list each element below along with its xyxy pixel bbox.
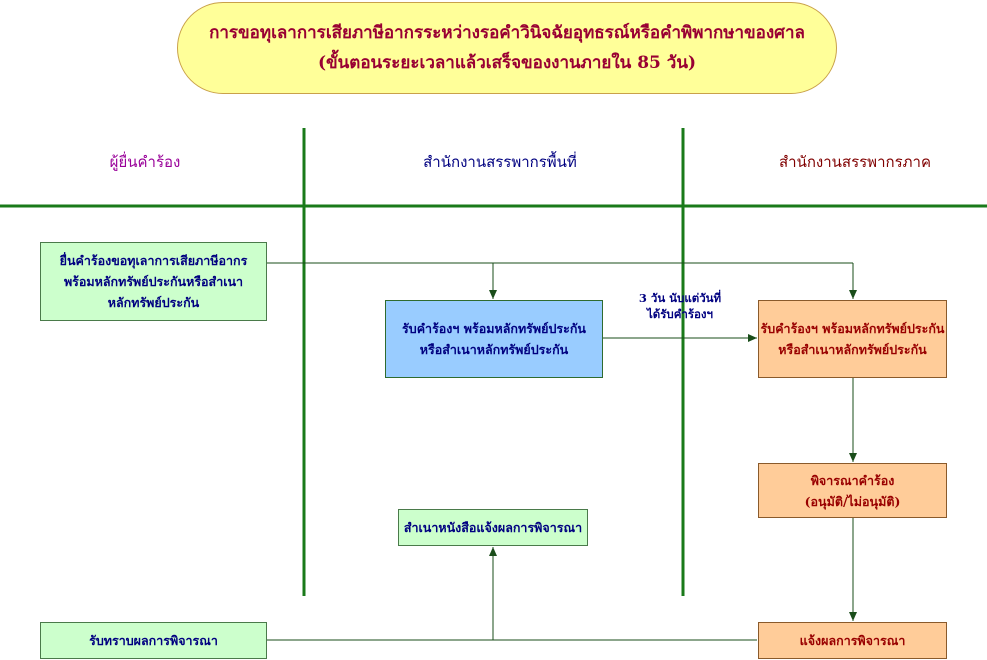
step-area-receive: รับคำร้องฯ พร้อมหลักทรัพย์ประกัน หรือสำเ… bbox=[385, 300, 603, 378]
step-text: ยื่นคำร้องขอทุเลาการเสียภาษีอากร bbox=[59, 253, 248, 268]
step-consider: พิจารณาคำร้อง (อนุมัติ/ไม่อนุมัติ) bbox=[758, 463, 947, 518]
step-acknowledge-result: รับทราบผลการพิจารณา bbox=[40, 622, 267, 659]
step-text: หรือสำเนาหลักทรัพย์ประกัน bbox=[778, 342, 927, 357]
step-text: รับคำร้องฯ พร้อมหลักทรัพย์ประกัน bbox=[760, 321, 945, 336]
step-text: หรือสำเนาหลักทรัพย์ประกัน bbox=[419, 342, 569, 357]
lane-label-area-office: สำนักงานสรรพากรพื้นที่ bbox=[423, 153, 577, 171]
step-text: แจ้งผลการพิจารณา bbox=[799, 633, 906, 648]
title-line-1: การขอทุเลาการเสียภาษีอากรระหว่างรอคำวินิ… bbox=[209, 23, 805, 43]
step-text: รับทราบผลการพิจารณา bbox=[89, 633, 218, 648]
step-notify-result: แจ้งผลการพิจารณา bbox=[758, 622, 947, 659]
step-text: (อนุมัติ/ไม่อนุมัติ) bbox=[804, 493, 901, 509]
lane-label-applicant: ผู้ยื่นคำร้อง bbox=[109, 153, 181, 171]
title-line-2: (ขั้นตอนระยะเวลาแล้วเสร็จของงานภายใน 85 … bbox=[318, 53, 696, 73]
step-text: รับคำร้องฯ พร้อมหลักทรัพย์ประกัน bbox=[402, 321, 586, 336]
step-region-receive: รับคำร้องฯ พร้อมหลักทรัพย์ประกัน หรือสำเ… bbox=[758, 300, 947, 378]
step-text: พิจารณาคำร้อง bbox=[810, 472, 895, 488]
step-copy-letter: สำเนาหนังสือแจ้งผลการพิจารณา bbox=[398, 509, 588, 546]
note-line-1: 3 วัน นับแต่วันที่ bbox=[638, 291, 722, 305]
lane-label-regional-office: สำนักงานสรรพากรภาค bbox=[779, 153, 931, 171]
time-limit-note: 3 วัน นับแต่วันที่ ได้รับคำร้องฯ bbox=[605, 290, 755, 322]
step-submit-request: ยื่นคำร้องขอทุเลาการเสียภาษีอากร พร้อมหล… bbox=[40, 242, 267, 321]
step-text: หลักทรัพย์ประกัน bbox=[107, 295, 200, 310]
note-line-2: ได้รับคำร้องฯ bbox=[646, 307, 714, 321]
step-text: พร้อมหลักทรัพย์ประกันหรือสำเนา bbox=[63, 274, 244, 289]
step-text: สำเนาหนังสือแจ้งผลการพิจารณา bbox=[403, 520, 583, 535]
diagram-title: การขอทุเลาการเสียภาษีอากรระหว่างรอคำวินิ… bbox=[177, 2, 837, 94]
